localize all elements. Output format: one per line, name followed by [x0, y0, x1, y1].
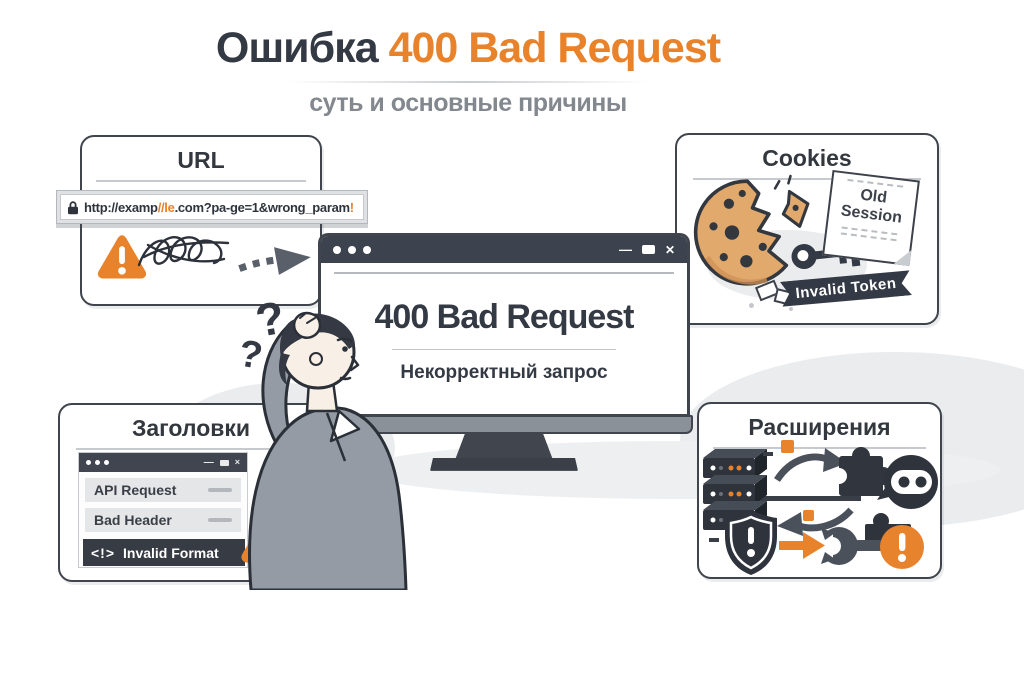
- window-dots: [333, 241, 378, 259]
- card-extensions: Расширения: [697, 402, 942, 579]
- header-row-label: API Request: [94, 482, 177, 498]
- header-row-label: Bad Header: [94, 512, 172, 528]
- puzzle-icon: [831, 447, 892, 496]
- orange-arrow-icon: [779, 532, 825, 559]
- error-divider: [392, 348, 616, 350]
- card-cookies-title: Cookies: [762, 145, 852, 171]
- orange-square: [781, 440, 794, 453]
- note-folded-corner: [893, 248, 912, 267]
- crumb-dot: [749, 303, 754, 308]
- cookie-icon: [693, 174, 810, 286]
- monitor-stand: [455, 434, 553, 460]
- card-extensions-title: Расширения: [748, 414, 891, 440]
- row-dash: [208, 518, 232, 522]
- alert-circle-icon: [880, 525, 924, 569]
- extensions-illustration: [703, 440, 938, 575]
- error-subtitle: Некорректный запрос: [400, 362, 608, 383]
- card-extensions-title-underline: [713, 447, 926, 449]
- dark-dash: [763, 452, 773, 456]
- tangle-icon: [137, 236, 230, 267]
- address-bar: http://examp//le.com?pa-ge=1&wrong_param…: [56, 190, 368, 224]
- address-scheme: http://examp: [84, 199, 158, 215]
- maximize-icon: [219, 459, 229, 466]
- header-row: API Request: [85, 478, 241, 502]
- address-error-fragment: //le: [157, 199, 175, 215]
- address-path: .com?pa-ge=1&wrong_param: [174, 199, 351, 215]
- shield-alert-icon: [725, 510, 777, 575]
- card-url-title-underline: [96, 180, 306, 182]
- note-line2: Session: [839, 202, 903, 228]
- warning-triangle-icon: [97, 235, 147, 279]
- dashed-arrow-icon: [238, 247, 311, 275]
- window-top-rule: [334, 272, 674, 274]
- card-headers-title-underline: [75, 448, 307, 450]
- header-row: Bad Header: [85, 508, 241, 532]
- invalid-format-row: <!> Invalid Format: [83, 539, 245, 566]
- exchange-arrows-icon: [774, 448, 854, 536]
- address-field: http://examp//le.com?pa-ge=1&wrong_param…: [60, 194, 364, 220]
- address-error-mark: !: [349, 199, 354, 215]
- mini-window-controls: — ×: [203, 456, 240, 468]
- lock-icon: [68, 200, 78, 214]
- card-headers-title: Заголовки: [131, 415, 251, 441]
- note-line1: Old: [859, 186, 888, 207]
- server-icon: [703, 449, 767, 542]
- browser-window: — ✕ 400 Bad Request Некорректный запрос: [318, 233, 690, 417]
- header: Ошибка 400 Bad Request суть и основные п…: [0, 24, 980, 118]
- confused-person: ? ?: [235, 291, 408, 590]
- page-title-prefix: Ошибка: [215, 24, 379, 72]
- maximize-icon: [641, 245, 655, 254]
- header-divider: [288, 81, 648, 83]
- page-title-highlight: 400 Bad Request: [388, 24, 722, 72]
- ninja-icon: [877, 455, 938, 509]
- window-titlebar: — ✕: [321, 236, 687, 263]
- error-screen: 400 Bad Request Некорректный запрос: [321, 298, 687, 385]
- mini-browser-titlebar: — ×: [79, 453, 247, 472]
- orange-square: [803, 510, 814, 521]
- mini-browser: — × API Request Bad Header <!> Invalid F…: [78, 452, 248, 568]
- crumb-dot: [789, 307, 793, 311]
- error-code-title: 400 Bad Request: [374, 297, 635, 336]
- close-icon: ✕: [664, 242, 675, 257]
- code-alert-icon: <!>: [91, 544, 116, 561]
- card-url-title: URL: [177, 147, 225, 173]
- monitor-base: [430, 458, 578, 471]
- card-cookies-title-underline: [692, 178, 922, 180]
- page-title: Ошибка 400 Bad Request: [0, 24, 980, 73]
- page-subtitle: суть и основные причины: [309, 89, 627, 117]
- row-dash: [208, 488, 232, 492]
- close-icon: ×: [234, 457, 240, 467]
- window-controls: — ✕: [619, 243, 675, 256]
- question-mark: ?: [235, 333, 265, 378]
- minimize-icon: —: [203, 456, 214, 468]
- invalid-format-label: Invalid Format: [123, 544, 219, 561]
- cable-line: [755, 496, 861, 501]
- minimize-icon: —: [618, 242, 632, 257]
